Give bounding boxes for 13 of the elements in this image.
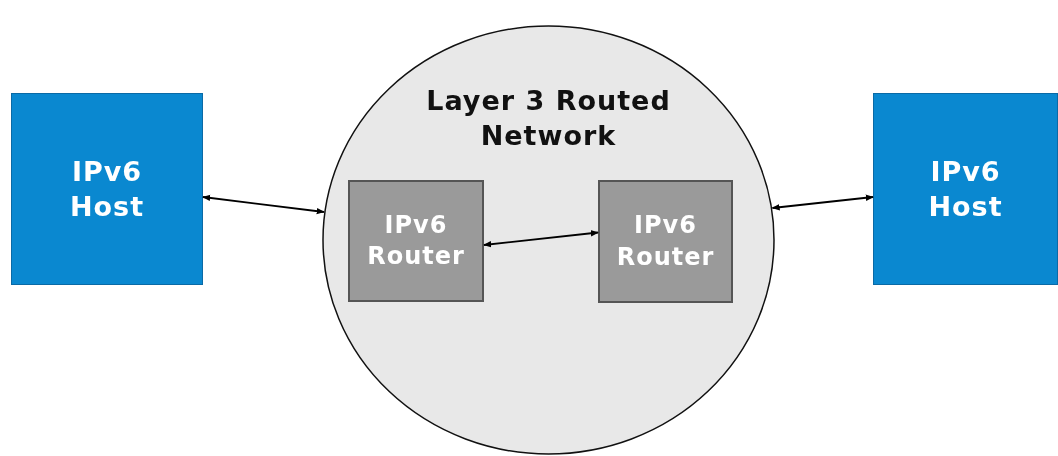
node-label: IPv6 Router [615, 210, 716, 273]
network-title: Layer 3 Routed Network [425, 84, 672, 154]
double-arrow [483, 230, 599, 248]
double-arrow [202, 194, 325, 215]
router-box [348, 180, 484, 302]
host-box [873, 93, 1058, 285]
router-box [598, 180, 733, 303]
node-label: IPv6 Router [366, 209, 466, 272]
double-arrow [771, 194, 874, 211]
node-label: IPv6 Host [927, 154, 1004, 224]
host-box [11, 93, 203, 285]
network-ellipse [322, 25, 775, 455]
node-label: IPv6 Host [68, 154, 146, 224]
